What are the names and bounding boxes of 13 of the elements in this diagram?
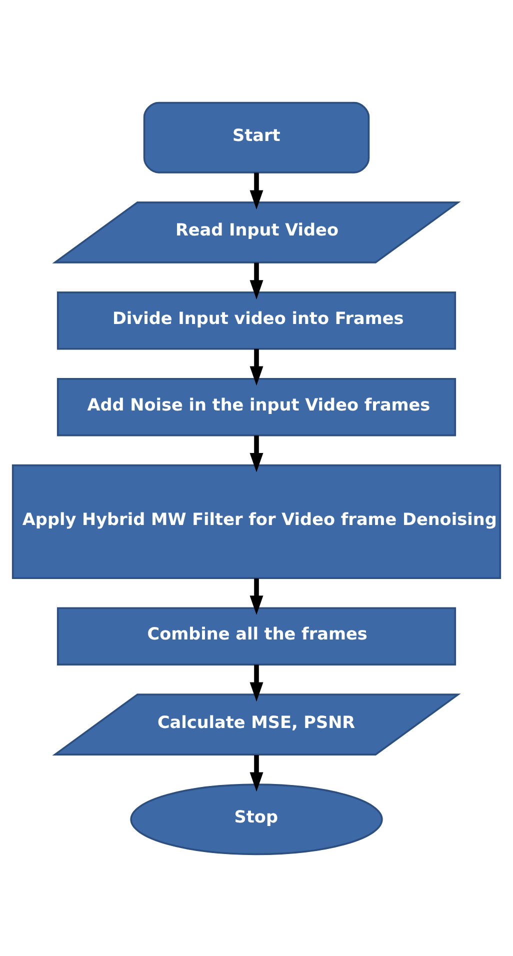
arrow: [250, 754, 264, 792]
node-box: Add Noise in the input Video frames: [56, 377, 456, 436]
node-box: Start: [143, 101, 370, 173]
arrow: [250, 348, 264, 386]
arrow: [250, 664, 264, 702]
arrow: [250, 172, 264, 209]
node-box: Divide Input video into Frames: [56, 291, 456, 350]
arrow: [250, 434, 264, 472]
arrow: [250, 578, 264, 614]
node-box: Apply Hybrid MW Filter for Video frame Denoising: [12, 464, 502, 579]
node-box: Combine all the frames: [56, 606, 456, 665]
arrow: [250, 262, 264, 299]
node-ellipse: Stop: [130, 783, 383, 855]
